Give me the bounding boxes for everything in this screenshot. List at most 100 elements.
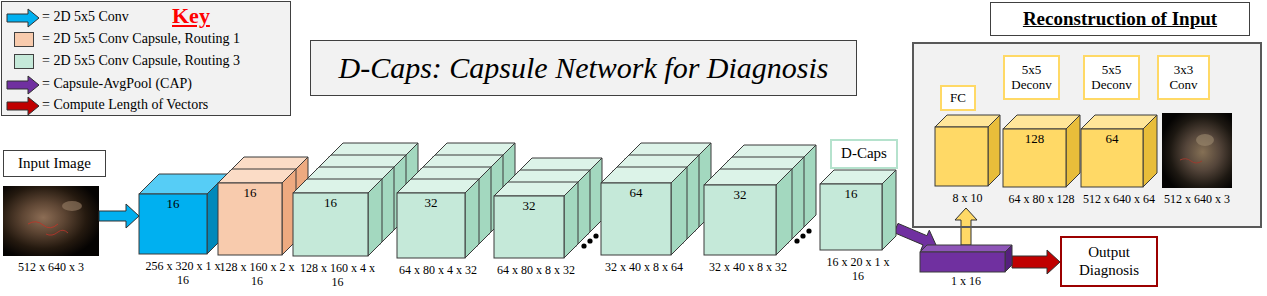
caption-wrap: 16 x 20 x 1 x 16	[820, 255, 896, 283]
highlight	[62, 201, 82, 211]
layer-width-wrap: 64	[601, 186, 671, 201]
dimension-caption: 256 x 320 x 1 x 16	[139, 259, 227, 287]
cube-front	[920, 252, 1005, 272]
photo-ground	[3, 186, 99, 256]
vessel	[28, 222, 58, 228]
cube-shape	[601, 167, 687, 255]
box-text: 5x5 Deconv	[1009, 63, 1054, 93]
layer-block: 16128 x 160 x 4 x 16	[293, 179, 382, 292]
legend-text-wrap: = 2D 5x5 Conv Capsule, Routing 1	[42, 31, 240, 47]
caption-wrap: 256 x 320 x 1 x 16	[139, 259, 227, 287]
cube-shape	[494, 182, 578, 258]
box-text: Input Image	[18, 155, 91, 172]
dimension-caption: 32 x 40 x 8 x 64	[601, 260, 687, 274]
cube-front	[820, 184, 882, 250]
cube-side	[564, 182, 578, 258]
legend-arrow-sample	[5, 74, 41, 96]
cube-side	[1005, 245, 1012, 272]
layer-width: 16	[820, 187, 882, 202]
connector-arrow	[1012, 250, 1060, 274]
input-label-box: Input Image	[3, 150, 106, 177]
dot	[806, 228, 811, 233]
layer-width-wrap: 16	[218, 186, 282, 201]
layer-width: 16	[139, 197, 207, 212]
layer-block: 16 16 x 20 x 1 x 16	[820, 170, 896, 286]
box-text: D-Caps	[841, 145, 887, 162]
cube-side	[882, 170, 896, 250]
box-text: Output Diagnosis	[1066, 244, 1152, 279]
layer-width-wrap: 64	[1081, 132, 1143, 147]
layer-width: 64	[601, 186, 671, 201]
photo-ground	[1162, 113, 1232, 188]
layer-width: 16	[293, 196, 368, 211]
dimension-caption: 512 x 640 x 3	[1157, 192, 1237, 206]
cube-shape	[704, 169, 792, 255]
output-photo	[1162, 113, 1232, 188]
layer-width: 32	[494, 199, 564, 214]
layer-width: 16	[218, 186, 282, 201]
layer-block: 64 32 x 40 x 8 x 64	[601, 167, 687, 277]
layer-block: 12864 x 80 x 128	[1003, 115, 1080, 209]
legend-text: = Capsule-AvgPool (CAP)	[42, 76, 192, 92]
cube-side	[671, 167, 687, 255]
cube-side	[776, 169, 792, 255]
layer-block: 16 256 x 320 x 1 x 16	[139, 174, 227, 290]
panel-ground	[912, 42, 1262, 228]
layer-width-wrap: 32	[704, 188, 776, 203]
layer-width-wrap: 32	[397, 196, 465, 211]
title-box: D-Caps: Capsule Network for Diagnosis	[310, 40, 857, 96]
cube-shape	[397, 179, 479, 258]
reconstruction-panel: Reconstruction of InputFC5x5 Deconv5x5 D…	[912, 42, 1262, 228]
vessel	[1180, 159, 1202, 163]
cube-shape	[1081, 115, 1157, 187]
legend-swatch	[14, 54, 34, 69]
cube-side	[465, 179, 479, 258]
legend-box: = 2D 5x5 Conv = 2D 5x5 Conv Capsule, Rout…	[1, 1, 291, 116]
layer-width: 32	[704, 188, 776, 203]
cube-front	[1003, 129, 1066, 187]
label-wrap: Key	[172, 3, 210, 28]
legend-text-wrap: = Capsule-AvgPool (CAP)	[42, 76, 192, 92]
cube-shape	[1003, 115, 1080, 187]
key-heading: Key	[172, 3, 210, 28]
input-photo	[3, 186, 99, 256]
cube-shape	[139, 174, 227, 254]
output-box: Output Diagnosis	[1060, 236, 1158, 287]
layer-width: 64	[1081, 132, 1143, 147]
legend-text: = 2D 5x5 Conv	[42, 9, 129, 25]
dimension-caption: 16 x 20 x 1 x 16	[820, 255, 896, 283]
capsule-bar-shape	[920, 245, 1012, 272]
cube-shape	[218, 169, 296, 255]
connector-arrow	[99, 204, 139, 228]
dot	[581, 243, 586, 248]
cube-side	[1143, 115, 1157, 187]
cube-shape	[820, 170, 896, 250]
layer-width: 128	[1003, 132, 1066, 147]
caption-wrap: 1 x 16	[920, 274, 1012, 288]
dimension-caption: 512 x 640 x 3	[1, 260, 101, 274]
layer-width-wrap: 16	[820, 187, 882, 202]
box-text: 3x3 Conv	[1163, 63, 1204, 93]
layer-width-wrap: 128	[1003, 132, 1066, 147]
op-label-box: FC	[940, 85, 976, 111]
cube-shape	[293, 179, 382, 256]
cube-top	[293, 179, 382, 193]
caption-wrap: 512 x 640 x 64	[1081, 192, 1157, 206]
legend-text: = 2D 5x5 Conv Capsule, Routing 1	[42, 31, 240, 47]
dimension-caption: 64 x 80 x 8 x 32	[494, 263, 578, 277]
dimension-caption: 1 x 16	[920, 274, 1012, 288]
cube-shape	[935, 115, 1000, 186]
caption-wrap: 512 x 640 x 3	[1, 260, 101, 274]
caption-wrap: 512 x 640 x 3	[1157, 192, 1237, 206]
cube-front	[704, 185, 776, 255]
panel-heading: Reconstruction of Input	[1023, 8, 1217, 30]
caption-wrap: 128 x 160 x 2 x 16	[218, 260, 296, 288]
op-label-box: 5x5 Deconv	[1083, 55, 1140, 100]
caption-wrap: 32 x 40 x 8 x 32	[704, 260, 792, 274]
op-label-box: 5x5 Deconv	[1003, 55, 1060, 100]
layer-block: 3264 x 80 x 4 x 32	[397, 179, 479, 280]
cube-top	[920, 245, 1012, 252]
caption-wrap: 32 x 40 x 8 x 64	[601, 260, 687, 274]
legend-arrow	[7, 76, 39, 94]
